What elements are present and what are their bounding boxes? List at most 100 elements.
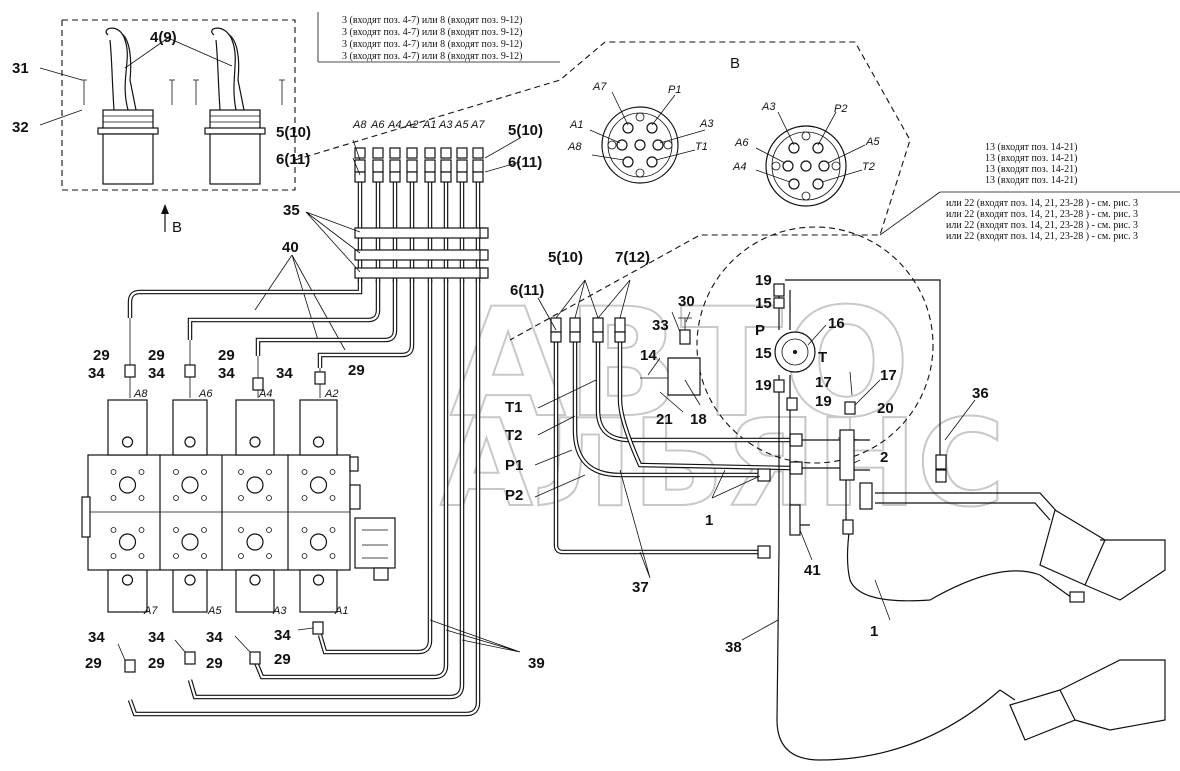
valve-bolt-1-1 (201, 469, 207, 475)
valve-lower-bore-2 (246, 533, 264, 551)
port-label-a4: A4 (387, 119, 401, 131)
callout-40: 40 (282, 239, 299, 256)
valve-bolt-2-7 (266, 553, 272, 559)
port-fitting (472, 171, 484, 183)
valve-bottom-a3: A3 (272, 605, 287, 617)
callout-17-b: 17 (880, 367, 897, 384)
note-top-3: 3 (входят поз. 4-7) или 8 (входят поз. 9… (342, 39, 523, 50)
callout-4-9: 4(9) (150, 29, 177, 46)
valve-bolt-1-2 (173, 495, 179, 501)
port-label-a8: A8 (352, 119, 367, 131)
callout-34-f: 34 (148, 629, 165, 646)
valve-top-hoses (127, 280, 415, 368)
valve-bolt-0-2 (110, 495, 117, 501)
valve-bolt-1-4 (173, 527, 179, 533)
callout-34-h: 34 (274, 627, 291, 644)
valve-lower-bore-0 (118, 533, 137, 551)
valve-bolt-2-0 (238, 469, 244, 475)
callout-15-b: 15 (755, 345, 772, 362)
valve-top-port-0 (121, 436, 134, 448)
valve-bolt-1-0 (173, 469, 179, 475)
valve-bottom-a7: A7 (143, 605, 158, 617)
callout-5-10-right: 5(10) (508, 122, 543, 139)
valve-bolt-3-6 (301, 553, 308, 559)
valve-bolt-1-5 (201, 527, 207, 533)
port-fitting (456, 171, 468, 183)
valve-bolt-2-6 (238, 553, 244, 559)
conn-left-t1: T1 (695, 141, 708, 153)
valve-bolt-3-5 (329, 527, 336, 533)
note-right-a4: 13 (входят поз. 14-21) (985, 175, 1077, 186)
callout-1-a: 1 (705, 512, 713, 529)
port-label-a7: A7 (470, 119, 485, 131)
callout-29-d: 29 (348, 362, 365, 379)
valve-bolt-0-1 (138, 469, 145, 475)
valve-bottom-callouts: 34 29 34 29 34 29 34 29 (85, 621, 324, 673)
valve-bolt-2-3 (266, 495, 272, 501)
valve-upper-bore-2 (246, 476, 264, 494)
callout-2: 2 (880, 449, 888, 466)
port-fitting (472, 159, 484, 173)
conn-right-p2: P2 (834, 103, 847, 115)
valve-top-a2: A2 (324, 388, 338, 400)
valve-top-callouts: 29 34 29 34 29 34 34 29 (88, 318, 365, 398)
callout-32: 32 (12, 119, 29, 136)
callout-33: 33 (652, 317, 669, 334)
valve-bolt-3-0 (301, 469, 308, 475)
callout-19-b: 19 (755, 377, 772, 394)
line-label-t1: T1 (505, 399, 523, 416)
valve-bottom-port-3 (312, 574, 325, 586)
callout-31: 31 (12, 60, 29, 77)
valve-bolt-0-4 (110, 527, 117, 533)
callout-34-d: 34 (276, 365, 293, 382)
conn-right-a5: A5 (865, 136, 880, 148)
port-label-a1: A1 (422, 119, 436, 131)
valve-bolt-3-3 (329, 495, 336, 501)
valve-bottom-a1: A1 (334, 605, 348, 617)
callout-15-a: 15 (755, 295, 772, 312)
callout-34-g: 34 (206, 629, 223, 646)
callout-41: 41 (804, 562, 821, 579)
conn-left-p1: P1 (668, 84, 681, 96)
note-right-a2: 13 (входят поз. 14-21) (985, 153, 1077, 164)
port-fitting (354, 171, 366, 183)
note-right-b4: или 22 (входят поз. 14, 21, 23-28 ) - см… (946, 231, 1138, 242)
note-right-a3: 13 (входят поз. 14-21) (985, 164, 1077, 175)
callout-29-h: 29 (274, 651, 291, 668)
valve-bolt-3-7 (329, 553, 336, 559)
callout-29-a: 29 (93, 347, 110, 364)
note-right-b1: или 22 (входят поз. 14, 21, 23-28 ) - см… (946, 198, 1138, 209)
callout-29-f: 29 (148, 655, 165, 672)
port-fitting (472, 147, 484, 159)
conn-left-a1: A1 (569, 119, 583, 131)
note-top-4: 3 (входят поз. 4-7) или 8 (входят поз. 9… (342, 51, 523, 62)
port-fitting (456, 159, 468, 173)
port-fitting (389, 147, 401, 159)
port-fitting (389, 171, 401, 183)
port-label-a3: A3 (438, 119, 453, 131)
callout-29-e: 29 (85, 655, 102, 672)
callout-30: 30 (678, 293, 695, 310)
rotary-label-p: P (755, 322, 765, 339)
callout-17-a: 17 (815, 374, 832, 391)
callout-5-10-left: 5(10) (276, 124, 311, 141)
port-fitting (424, 147, 436, 159)
port-fitting (406, 147, 418, 159)
view-arrow-label: В (172, 219, 182, 236)
callout-18: 18 (690, 411, 707, 428)
valve-top-a8: A8 (133, 388, 148, 400)
valve-bolt-0-7 (138, 553, 145, 559)
valve-upper-bore-0 (118, 476, 137, 494)
valve-upper-bore-1 (181, 476, 199, 494)
valve-bolt-0-6 (110, 553, 117, 559)
valve-bottom-port-2 (249, 574, 261, 586)
callout-5-10-mid: 5(10) (548, 249, 583, 266)
conn-right-a6: A6 (734, 137, 749, 149)
valve-bottom-port-0 (121, 574, 134, 586)
line-label-p2: P2 (505, 487, 523, 504)
conn-right-a4: A4 (732, 161, 746, 173)
valve-bolt-2-1 (266, 469, 272, 475)
valve-bolt-3-2 (301, 495, 308, 501)
valve-bolt-0-3 (138, 495, 145, 501)
